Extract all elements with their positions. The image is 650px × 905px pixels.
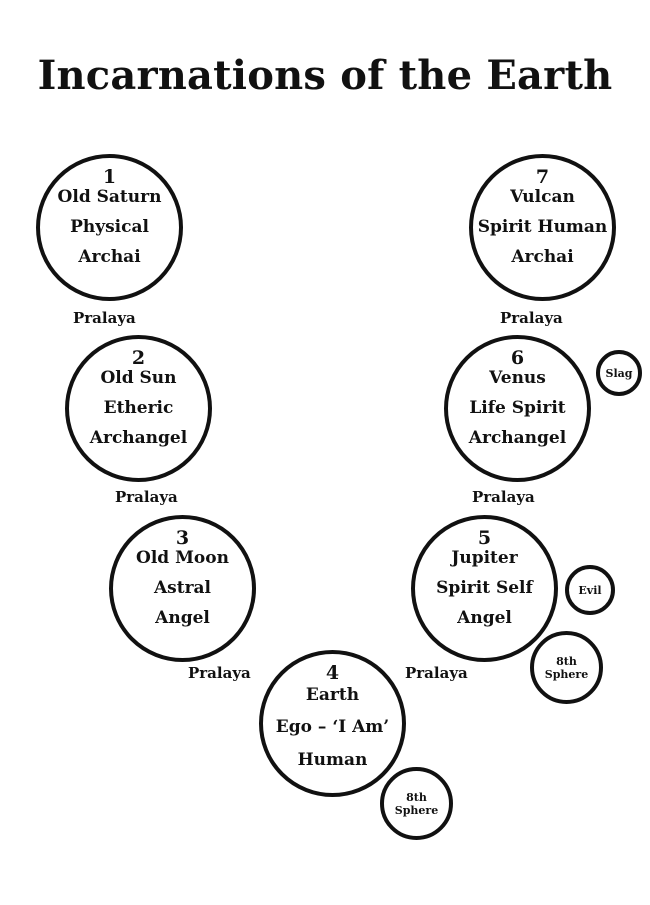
stage-name: Jupiter (451, 548, 518, 568)
stage-name: Old Saturn (57, 187, 162, 207)
stage-body: Etheric (103, 398, 174, 418)
eighth-sphere-body-upper: 8th Sphere (530, 631, 603, 704)
stage-body: Ego – ‘I Am’ (275, 717, 390, 737)
eighth-sphere-line1: 8th (556, 654, 577, 668)
evil-label: Evil (578, 583, 602, 597)
slag-body: Slag (596, 350, 642, 396)
stage-body: Astral (153, 578, 212, 598)
stage-circle-2: 2 Old Sun Etheric Archangel (65, 335, 212, 482)
stage-body: Life Spirit (469, 398, 566, 418)
stage-number: 3 (175, 527, 190, 549)
stage-body: Spirit Human (477, 217, 608, 237)
stage-body: Spirit Self (436, 578, 533, 598)
slag-label: Slag (605, 366, 633, 380)
stage-name: Venus (489, 368, 546, 388)
stage-body: Physical (70, 217, 149, 237)
pralaya-label: Pralaya (472, 488, 535, 506)
stage-name: Earth (305, 685, 360, 705)
diagram-title: Incarnations of the Earth (37, 52, 613, 99)
stage-number: 5 (477, 527, 492, 549)
stage-being: Angel (155, 608, 210, 628)
pralaya-label: Pralaya (73, 309, 136, 327)
stage-being: Archai (78, 247, 141, 267)
stage-name: Old Moon (136, 548, 229, 568)
stage-circle-3: 3 Old Moon Astral Angel (109, 515, 256, 662)
eighth-sphere-line2: Sphere (394, 803, 439, 817)
stage-circle-7: 7 Vulcan Spirit Human Archai (469, 154, 616, 301)
stage-name: Vulcan (510, 187, 575, 207)
stage-number: 4 (325, 662, 340, 684)
eighth-sphere-line1: 8th (406, 790, 427, 804)
evil-body: Evil (565, 565, 615, 615)
pralaya-label: Pralaya (500, 309, 563, 327)
stage-number: 1 (102, 166, 117, 188)
eighth-sphere-body-lower: 8th Sphere (380, 767, 453, 840)
stage-number: 2 (131, 347, 146, 369)
stage-circle-4: 4 Earth Ego – ‘I Am’ Human (259, 650, 406, 797)
stage-being: Human (297, 750, 368, 770)
stage-number: 7 (535, 166, 550, 188)
stage-circle-6: 6 Venus Life Spirit Archangel (444, 335, 591, 482)
stage-being: Angel (457, 608, 512, 628)
stage-circle-1: 1 Old Saturn Physical Archai (36, 154, 183, 301)
stage-being: Archangel (468, 428, 567, 448)
pralaya-label: Pralaya (115, 488, 178, 506)
stage-number: 6 (510, 347, 525, 369)
stage-circle-5: 5 Jupiter Spirit Self Angel (411, 515, 558, 662)
stage-name: Old Sun (100, 368, 177, 388)
stage-being: Archai (511, 247, 574, 267)
eighth-sphere-line2: Sphere (544, 667, 589, 681)
stage-being: Archangel (89, 428, 188, 448)
pralaya-label: Pralaya (405, 664, 468, 682)
pralaya-label: Pralaya (188, 664, 251, 682)
